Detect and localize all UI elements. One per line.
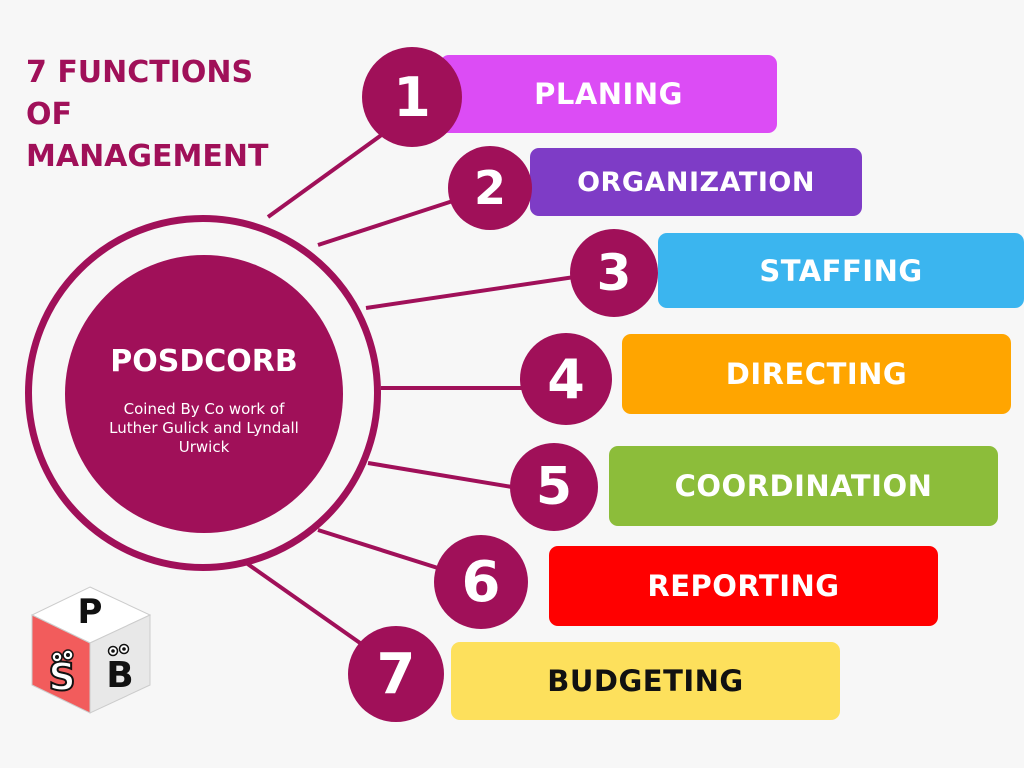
connector-line-5 [367,461,531,492]
function-number-1: 1 [362,47,462,147]
function-pill-1: PLANING [440,55,777,133]
svg-text:B: B [106,655,133,696]
function-pill-6: REPORTING [549,546,938,626]
svg-text:P: P [78,592,103,632]
hub-subtitle: Coined By Co work of Luther Gulick and L… [109,400,299,456]
function-number-4: 4 [520,333,612,425]
function-label-7: BUDGETING [547,664,744,698]
function-number-4-text: 4 [547,347,585,411]
function-number-2: 2 [448,146,532,230]
function-number-3: 3 [570,229,658,317]
function-number-3-text: 3 [596,244,632,302]
function-number-2-text: 2 [473,161,506,215]
function-label-6: REPORTING [647,569,840,603]
psb-logo-icon: P S B [30,586,152,714]
logo-letter-p: P [78,592,103,632]
function-number-7: 7 [348,626,444,722]
hub-circle: POSDCORB Coined By Co work of Luther Gul… [65,255,343,533]
function-number-5: 5 [510,443,598,531]
function-number-1-text: 1 [393,65,431,129]
function-number-6: 6 [434,535,528,629]
connector-line-3 [365,273,589,310]
function-label-3: STAFFING [759,253,923,288]
function-pill-7: BUDGETING [451,642,840,720]
svg-text:S: S [48,655,75,699]
page-title: 7 FUNCTIONS OF MANAGEMENT [26,55,269,174]
function-label-5: COORDINATION [674,469,933,503]
connector-line-2 [317,196,463,247]
function-pill-2: ORGANIZATION [530,148,862,216]
function-number-5-text: 5 [535,457,573,517]
function-pill-5: COORDINATION [609,446,998,526]
function-pill-3: STAFFING [658,233,1024,308]
logo-letter-b: B [106,655,133,696]
function-pill-4: DIRECTING [622,334,1011,414]
connector-line-7 [240,558,372,652]
function-label-4: DIRECTING [725,357,908,391]
hub-title: POSDCORB [110,344,298,379]
function-number-6-text: 6 [461,549,501,615]
function-label-1: PLANING [534,77,683,111]
function-label-2: ORGANIZATION [577,166,815,198]
logo-letter-s: S [47,654,76,700]
function-number-7-text: 7 [376,641,416,707]
